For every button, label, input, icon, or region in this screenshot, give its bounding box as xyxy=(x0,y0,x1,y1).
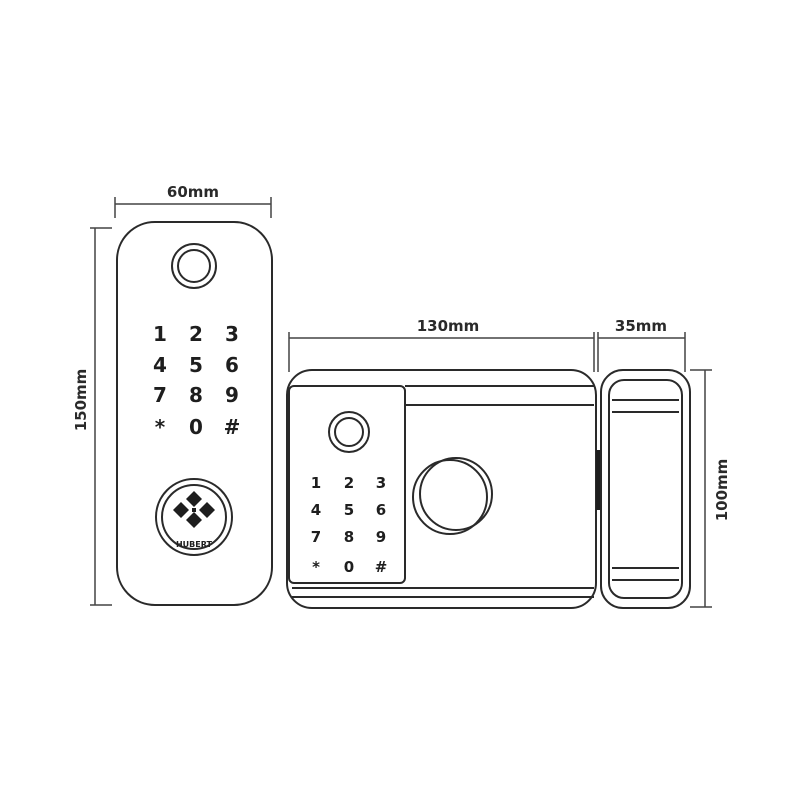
keypad-key: # xyxy=(224,415,241,439)
dim-label-130mm: 130mm xyxy=(417,317,480,335)
width-dimension-60: 60mm xyxy=(114,183,272,218)
keypad-key: 6 xyxy=(225,353,239,377)
keypad-key: * xyxy=(155,415,166,439)
keypad-key: * xyxy=(312,558,320,576)
keypad-key: 5 xyxy=(344,501,354,519)
dim-label-35mm: 35mm xyxy=(615,317,667,335)
keypad-key: 8 xyxy=(344,528,354,546)
height-dimension-150: 150mm xyxy=(72,227,112,606)
dim-label-150mm: 150mm xyxy=(72,369,90,432)
keypad-key: 0 xyxy=(189,415,203,439)
dim-label-100mm: 100mm xyxy=(713,459,731,522)
strike-box xyxy=(600,369,691,609)
keypad-key: 9 xyxy=(376,528,386,546)
fingerprint-sensor-icon xyxy=(171,243,217,289)
keypad-key: 5 xyxy=(189,353,203,377)
keypad-key: 7 xyxy=(311,528,321,546)
body-fingerprint-sensor-icon xyxy=(328,411,370,453)
dim-label-60mm: 60mm xyxy=(167,183,219,201)
width-dimension-35: 35mm xyxy=(597,317,686,372)
body-keypad: 1 2 3 4 5 6 7 8 9 * 0 # xyxy=(311,474,388,576)
width-dimension-130: 130mm xyxy=(288,317,595,372)
brand-name: HUBERT xyxy=(176,540,213,549)
keypad-key: 9 xyxy=(225,383,239,407)
keypad-key: 4 xyxy=(311,501,321,519)
keypad-key: 2 xyxy=(344,474,354,492)
keypad-key: 1 xyxy=(153,322,167,346)
lock-body: 1 2 3 4 5 6 7 8 9 * 0 # xyxy=(286,369,601,609)
keypad-key: 3 xyxy=(225,322,239,346)
keypad-key: 6 xyxy=(376,501,386,519)
keypad-key: 0 xyxy=(344,558,354,576)
thumb-knob xyxy=(412,457,493,535)
keypad-key: 3 xyxy=(376,474,386,492)
keypad-key: 2 xyxy=(189,322,203,346)
latch-bar xyxy=(596,450,601,510)
keypad-panel xyxy=(288,385,406,584)
brand-logo-button: HUBERT xyxy=(155,478,233,556)
keypad-key: 7 xyxy=(153,383,167,407)
keypad-key: # xyxy=(375,558,388,576)
keypad-key: 1 xyxy=(311,474,321,492)
keypad-key: 8 xyxy=(189,383,203,407)
keypad-key: 4 xyxy=(153,353,167,377)
brand-logo-icon xyxy=(173,491,215,528)
height-dimension-100: 100mm xyxy=(690,369,731,608)
